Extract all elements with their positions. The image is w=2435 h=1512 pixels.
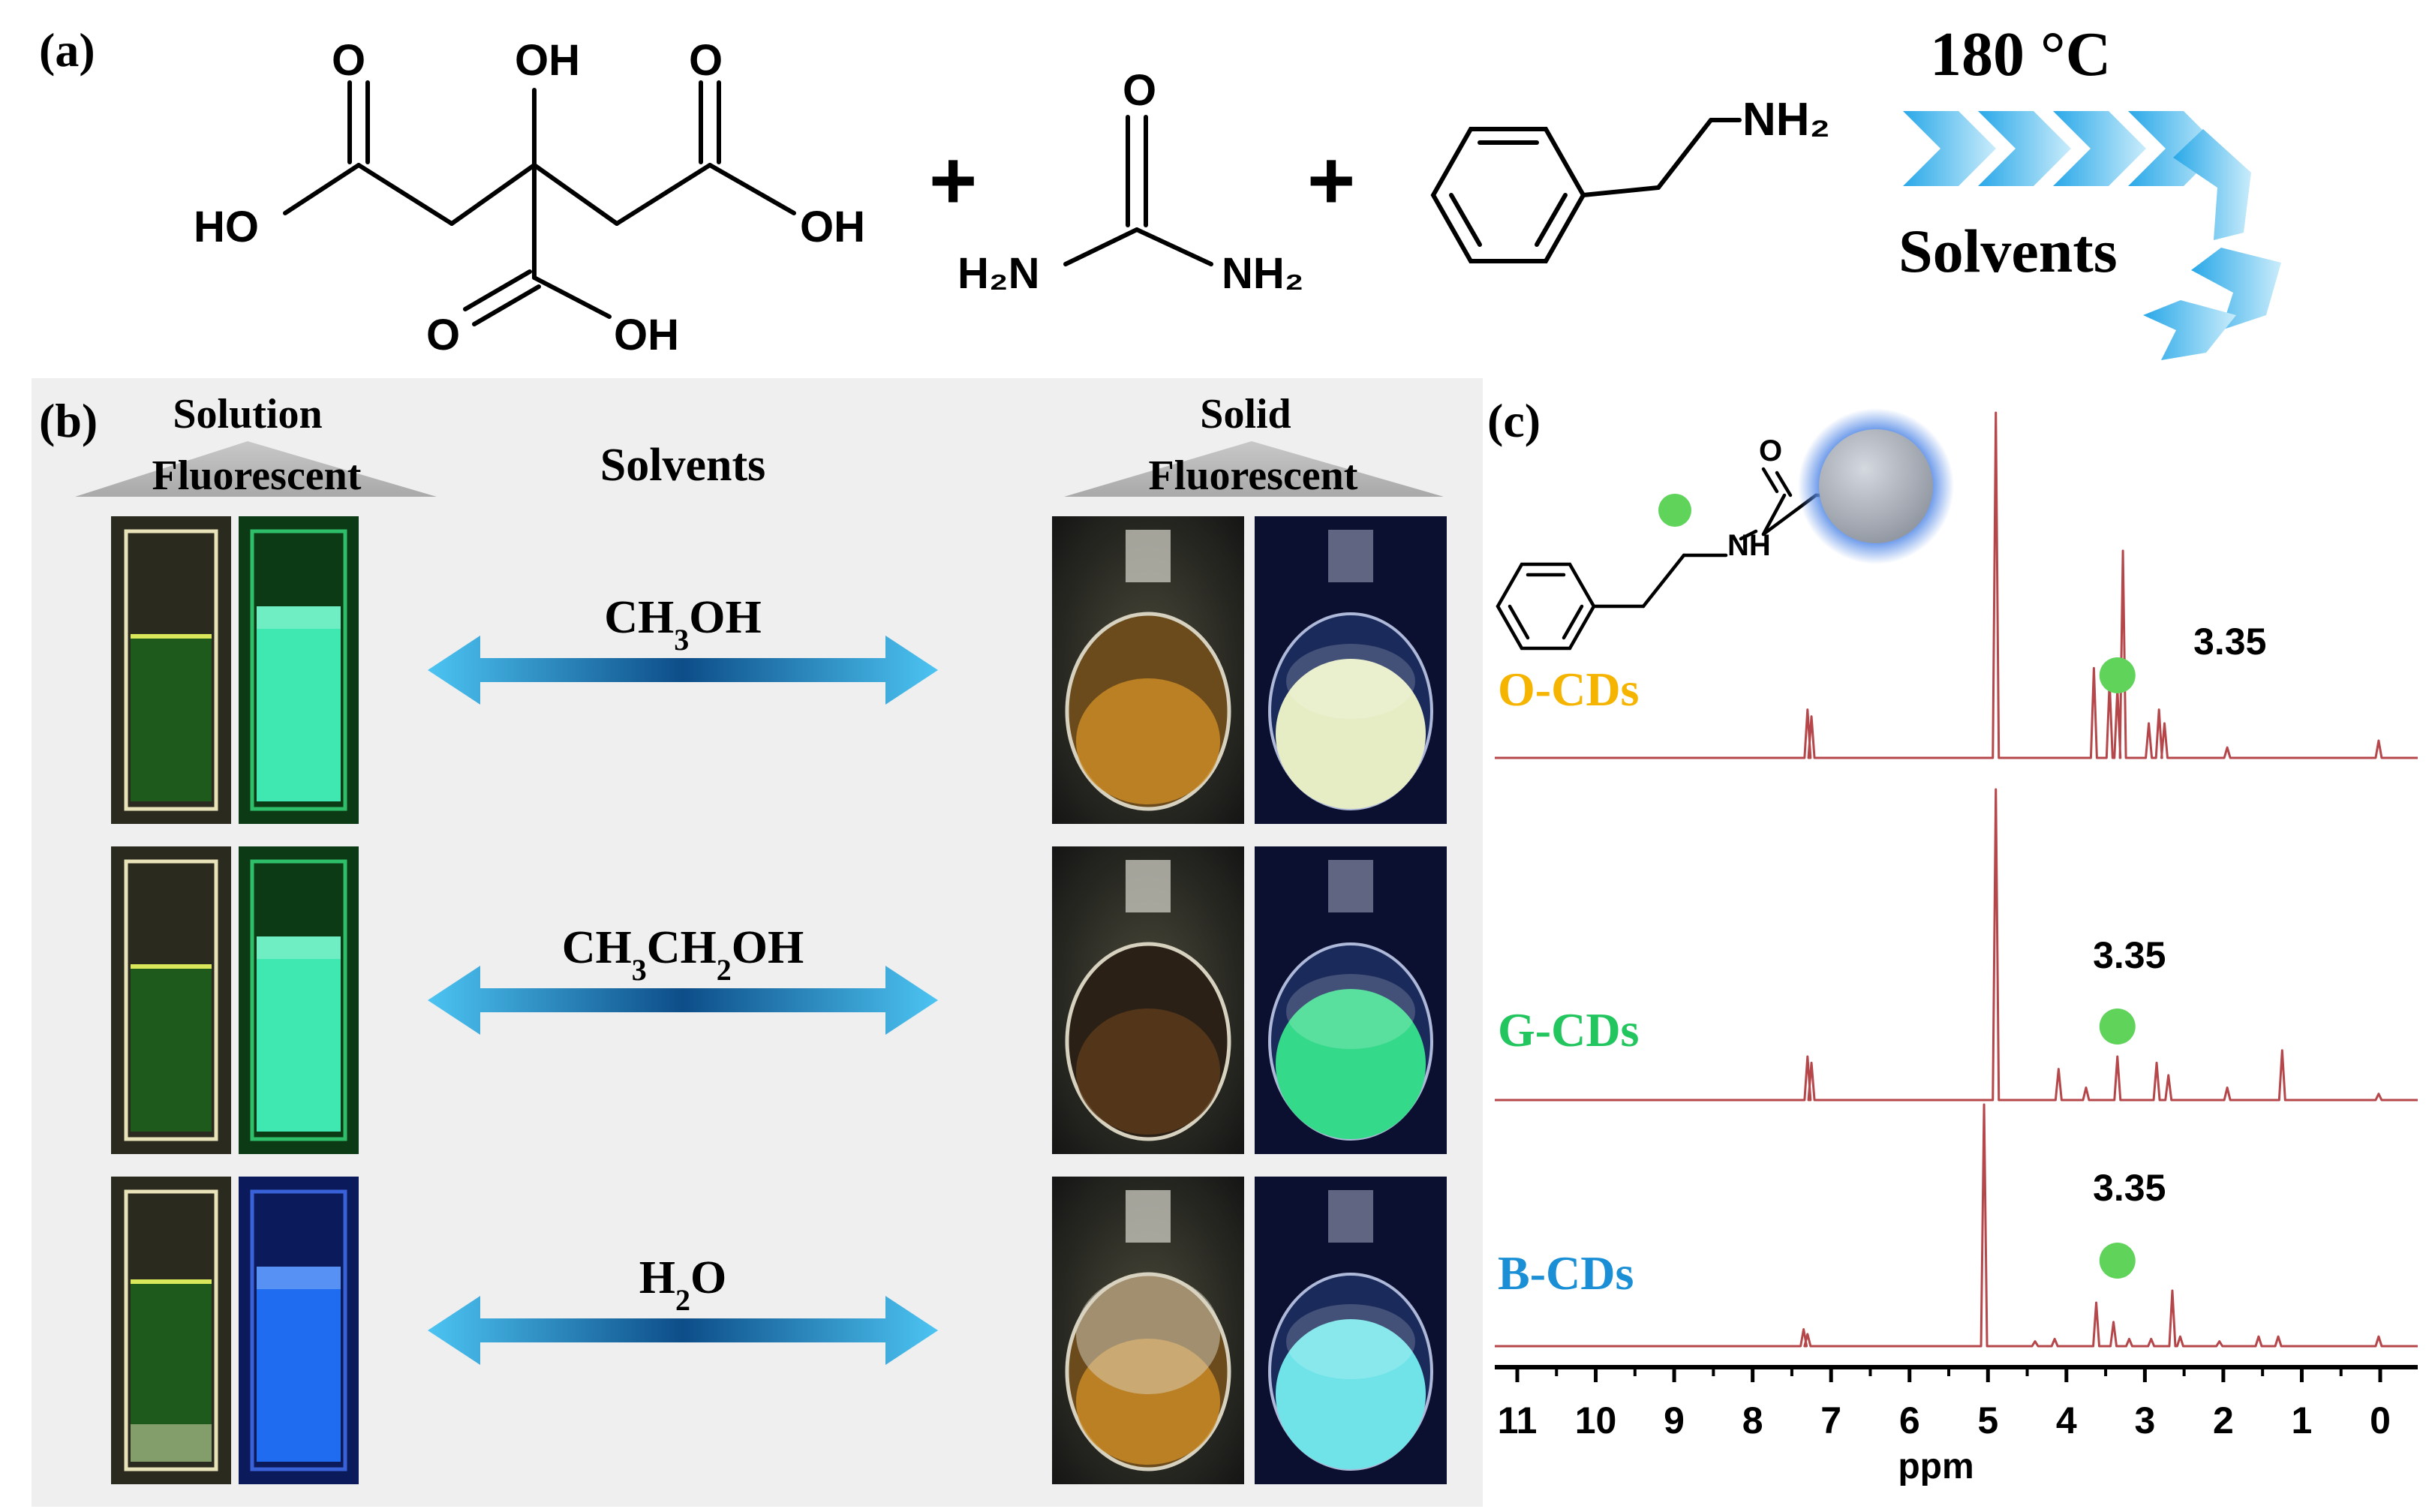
plus-sign-2: + — [1307, 134, 1355, 227]
structure-o: O — [1759, 434, 1782, 467]
peak-label: 3.35 — [2093, 934, 2166, 976]
nmr-spectrum: 3.35O-CDs — [1495, 411, 2418, 759]
panel-a: (a) O OH O HO OH O OH — [39, 20, 2281, 360]
solvent-row: H2O — [111, 1177, 1447, 1484]
flask-photo-uv — [1255, 1177, 1447, 1484]
nmr-spectrum: 3.35B-CDs — [1495, 1103, 2418, 1348]
solvent-row: CH3CH2OH — [111, 846, 1447, 1154]
flask-photo-uv — [1255, 516, 1447, 824]
double-arrow-icon — [428, 636, 938, 705]
peak-label: 3.35 — [2093, 1167, 2166, 1209]
urea-nh2: NH₂ — [1222, 249, 1304, 298]
panel-b: (b) Solution Fluorescent Solvents Solid … — [32, 378, 1483, 1507]
urea-o: O — [1123, 66, 1156, 115]
axis-tick-label: 2 — [2213, 1399, 2234, 1441]
citric-acid-structure — [283, 80, 796, 326]
solid-header-triangle — [1064, 441, 1444, 497]
spectrum-trace — [1495, 1103, 2418, 1348]
cuvette-photo-uv — [239, 846, 359, 1154]
urea-h2n: H₂N — [957, 249, 1040, 298]
axis-tick-label: 3 — [2134, 1399, 2155, 1441]
spectrum-name: B-CDs — [1498, 1246, 1634, 1300]
structure-nh: NH — [1727, 529, 1771, 562]
spectrum-trace — [1495, 411, 2418, 759]
flask-photo-daylight — [1052, 846, 1244, 1154]
citric-o-right: O — [689, 36, 723, 85]
flask-photo-uv — [1255, 846, 1447, 1154]
phenethylamine-nh2: NH₂ — [1742, 94, 1830, 146]
double-arrow-icon — [428, 1296, 938, 1365]
solution-header-triangle — [75, 441, 437, 497]
phenethylamine-structure — [1430, 118, 1742, 263]
peak-marker-dot — [2099, 1243, 2136, 1279]
panel-label-b: (b) — [39, 394, 98, 447]
panel-label-a: (a) — [39, 23, 95, 77]
plus-sign-1: + — [929, 134, 977, 227]
double-arrow-icon — [428, 966, 938, 1035]
flask-photo-daylight — [1052, 1177, 1244, 1484]
peak-marker-dot — [2099, 657, 2136, 693]
peak-marker-dot — [2099, 1009, 2136, 1045]
solution-header-line2: Fluorescent — [152, 452, 362, 499]
citric-oh-bottom: OH — [614, 311, 679, 359]
cuvette-photo-daylight — [111, 1177, 231, 1484]
cuvette-photo-uv — [239, 516, 359, 824]
cuvette-photo-uv — [239, 1177, 359, 1484]
spectrum-name: G-CDs — [1498, 1003, 1639, 1057]
marker-dot-structure — [1658, 494, 1691, 527]
reaction-temperature: 180 °C — [1930, 20, 2111, 89]
axis-tick-label: 6 — [1899, 1399, 1920, 1441]
ppm-axis-label: ppm — [1898, 1447, 1974, 1486]
citric-o-bottom: O — [426, 311, 460, 359]
axis-tick-label: 8 — [1742, 1399, 1763, 1441]
solvent-row: CH3OH — [111, 516, 1447, 824]
axis-tick-label: 7 — [1820, 1399, 1841, 1441]
citric-o-left: O — [332, 36, 365, 85]
axis-tick-label: 11 — [1498, 1399, 1538, 1441]
cuvette-photo-daylight — [111, 846, 231, 1154]
peak-label: 3.35 — [2193, 621, 2266, 663]
axis-tick-label: 10 — [1575, 1399, 1617, 1441]
axis-tick-label: 9 — [1664, 1399, 1685, 1441]
flask-photo-daylight — [1052, 516, 1244, 824]
axis-tick-label: 0 — [2370, 1399, 2391, 1441]
spectrum-trace — [1495, 788, 2418, 1102]
solution-header-line1: Solution — [173, 391, 322, 437]
chevron-arrow-icon — [1903, 111, 2281, 360]
citric-ho-left: HO — [194, 203, 259, 251]
carbon-dot-icon — [1819, 429, 1933, 543]
nmr-spectrum: 3.35G-CDs — [1495, 788, 2418, 1102]
urea-structure — [1063, 115, 1213, 266]
axis-tick-label: 4 — [2056, 1399, 2077, 1441]
axis-tick-label: 5 — [1977, 1399, 1998, 1441]
citric-oh-right: OH — [800, 203, 865, 251]
solid-header-line1: Solid — [1200, 391, 1291, 437]
solid-header-line2: Fluorescent — [1149, 452, 1358, 499]
citric-oh-top: OH — [515, 36, 580, 85]
axis-tick-label: 1 — [2292, 1399, 2313, 1441]
panel-label-c: (c) — [1487, 394, 1541, 447]
spectrum-name: O-CDs — [1498, 663, 1639, 716]
cuvette-photo-daylight — [111, 516, 231, 824]
reaction-solvents-label: Solvents — [1898, 217, 2118, 285]
solvents-header: Solvents — [600, 440, 765, 491]
